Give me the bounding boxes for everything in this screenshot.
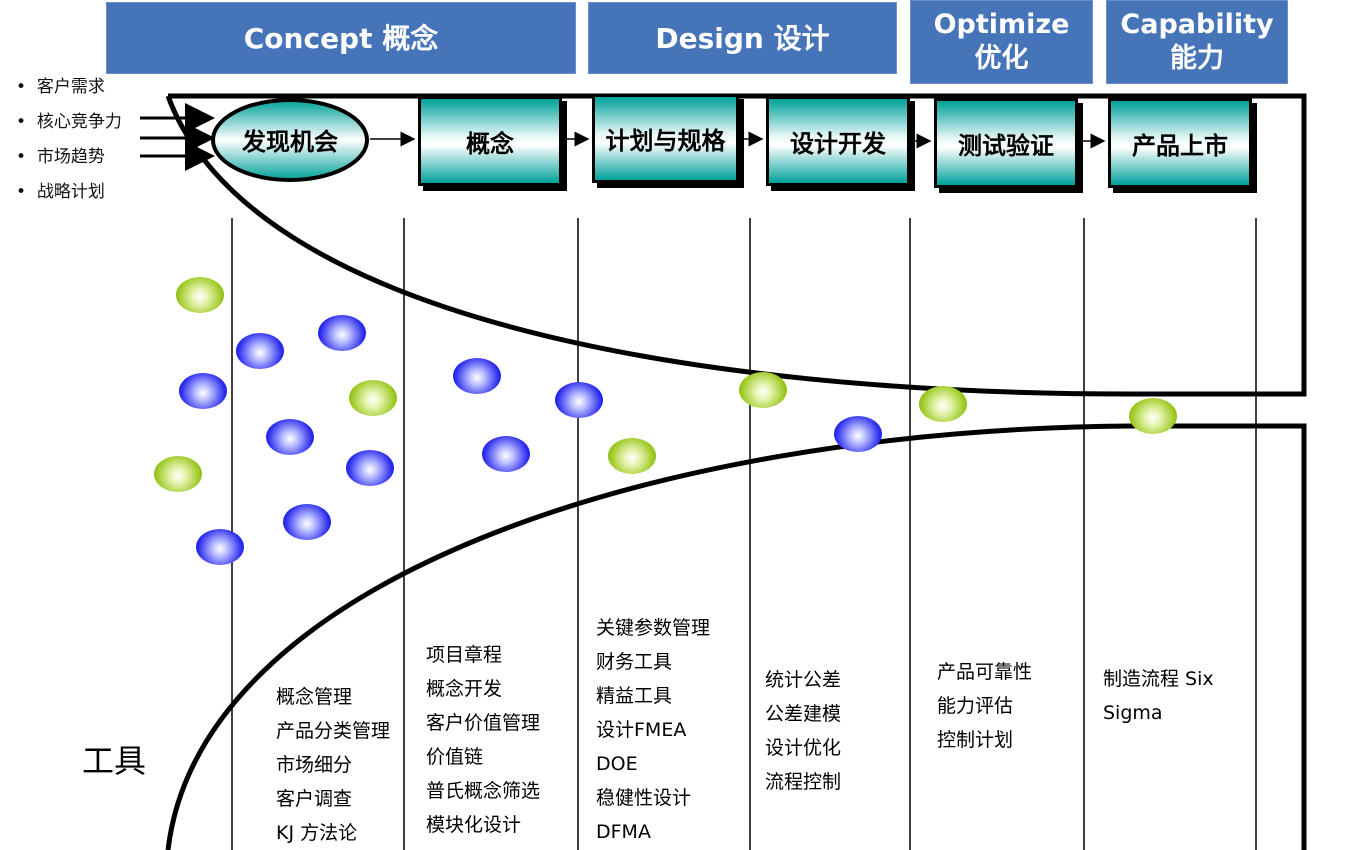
tool-item: 市场细分 <box>276 754 353 776</box>
idea-ball-blue <box>283 504 331 540</box>
step-discover-opportunity-shape <box>211 98 369 182</box>
tool-item: 制造流程 Six Sigma <box>1103 668 1214 724</box>
idea-ball-blue <box>236 333 284 369</box>
step-arrows <box>370 131 1106 149</box>
input-item: • 战略计划 <box>16 182 105 202</box>
tool-item: 概念开发 <box>426 678 503 700</box>
phase-en: Concept <box>243 21 373 55</box>
tool-item: 模块化设计 <box>426 814 522 836</box>
phase-header-concept: Concept 概念 <box>106 2 576 74</box>
input-label: 客户需求 <box>36 77 105 97</box>
idea-ball-green <box>154 456 202 492</box>
tool-item: 能力评估 <box>937 695 1014 717</box>
idea-ball-blue <box>555 382 603 418</box>
tools-list-design: 统计公差公差建模设计优化流程控制 <box>765 663 841 799</box>
tool-item: 项目章程 <box>426 644 503 666</box>
tool-item: 设计优化 <box>765 737 842 759</box>
tools-list-concept-2: 项目章程概念开发客户价值管理价值链普氏概念筛选模块化设计 <box>426 638 540 842</box>
tool-item: 关键参数管理 <box>596 617 711 639</box>
phase-zh: 设计 <box>773 21 830 55</box>
tools-list-plan: 关键参数管理财务工具精益工具设计FMEA DOE 稳健性设计 DFMA <box>596 611 710 849</box>
idea-ball-green <box>608 438 656 474</box>
step-design-develop: 设计开发 <box>766 96 910 186</box>
tool-item: KJ 方法论 <box>276 822 358 844</box>
input-label: 战略计划 <box>36 182 105 202</box>
step-concept: 概念 <box>418 96 562 186</box>
tools-label: 工具 <box>82 742 147 780</box>
input-label: 市场趋势 <box>36 147 105 167</box>
tool-item: 设计FMEA <box>596 719 687 741</box>
tool-item: 价值链 <box>426 746 484 768</box>
tool-item: 公差建模 <box>765 703 842 725</box>
idea-ball-blue <box>318 315 366 351</box>
phase-zh: 能力 <box>1170 43 1224 74</box>
tool-item: 客户调查 <box>276 788 353 810</box>
step-discover-opportunity: 发现机会 <box>242 128 338 156</box>
phase-header-design: Design 设计 <box>588 2 897 74</box>
phase-zh: 概念 <box>382 21 439 55</box>
funnel-lower-boundary <box>165 423 1307 850</box>
idea-ball-green <box>919 386 967 422</box>
idea-ball-green <box>349 380 397 416</box>
phase-en: Design <box>655 21 764 55</box>
tool-item: 概念管理 <box>276 686 353 708</box>
tool-item: DOE <box>596 753 638 775</box>
idea-ball-blue <box>453 358 501 394</box>
tool-item: 普氏概念筛选 <box>426 780 541 802</box>
idea-ball-blue <box>179 373 227 409</box>
input-item: • 核心竞争力 <box>16 112 122 132</box>
idea-ball-green <box>739 372 787 408</box>
idea-ball-green <box>176 277 224 313</box>
tool-item: 精益工具 <box>596 685 673 707</box>
tools-list-test: 产品可靠性能力评估控制计划 <box>937 655 1032 757</box>
idea-ball-blue <box>266 419 314 455</box>
phase-en: Capability <box>1120 9 1274 41</box>
input-arrows <box>140 103 215 171</box>
step-plan-spec: 计划与规格 <box>592 94 739 183</box>
tool-item: 稳健性设计 <box>596 787 692 809</box>
tool-item: 流程控制 <box>765 771 842 793</box>
input-label: 核心竞争力 <box>36 112 122 132</box>
column-dividers <box>231 218 1257 850</box>
funnel-upper-boundary <box>165 93 1307 397</box>
idea-ball-blue <box>834 416 882 452</box>
input-item: • 市场趋势 <box>16 147 105 167</box>
idea-ball-blue <box>346 450 394 486</box>
tool-item: 控制计划 <box>937 729 1014 751</box>
tool-item: DFMA <box>596 821 651 843</box>
tool-item: 产品分类管理 <box>276 720 391 742</box>
tools-list-launch: 制造流程 Six Sigma <box>1103 662 1233 730</box>
tool-item: 统计公差 <box>765 669 842 691</box>
phase-en: Optimize <box>933 9 1070 41</box>
idea-ball-blue <box>196 529 244 565</box>
input-item: • 客户需求 <box>16 77 105 97</box>
idea-ball-blue <box>482 436 530 472</box>
tool-item: 产品可靠性 <box>937 661 1033 683</box>
step-product-launch: 产品上市 <box>1108 98 1252 188</box>
step-test-verify: 测试验证 <box>934 98 1078 188</box>
tool-item: 财务工具 <box>596 651 673 673</box>
phase-zh: 优化 <box>974 43 1029 74</box>
idea-ball-green <box>1129 398 1177 434</box>
tools-list-concept: 概念管理产品分类管理市场细分客户调查 KJ 方法论 <box>276 680 390 850</box>
tool-item: 客户价值管理 <box>426 712 541 734</box>
